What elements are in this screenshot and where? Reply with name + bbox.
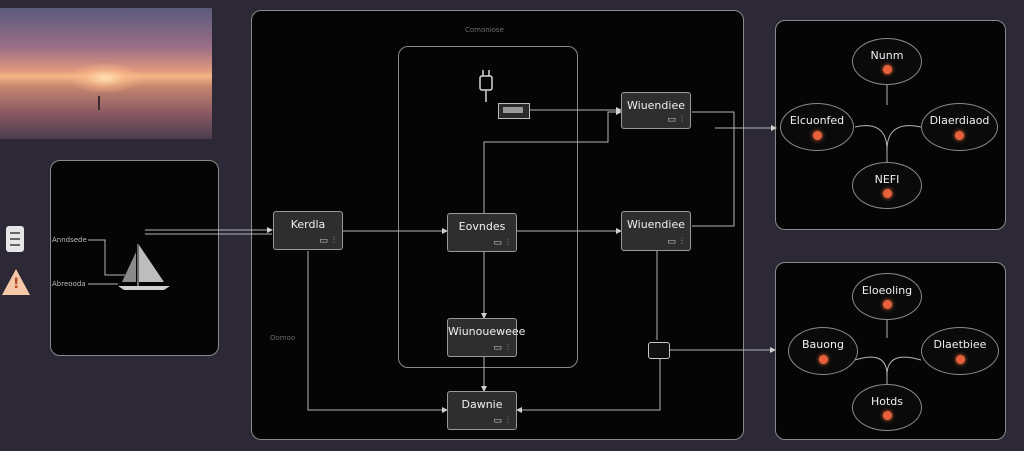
warning-mark: ! bbox=[13, 276, 20, 292]
oval-left[interactable]: Elcuonfed bbox=[780, 103, 854, 151]
node-label: Wiuendiee bbox=[627, 99, 685, 112]
oval-left[interactable]: Bauong bbox=[788, 327, 858, 375]
node-indicator-icon: ▭ ⫶ bbox=[667, 237, 684, 247]
oval-label: NEFI bbox=[874, 173, 900, 186]
node-indicator-icon: ▭ ⫶ bbox=[493, 343, 510, 353]
oval-label: Elcuonfed bbox=[789, 114, 845, 127]
node-eovndes[interactable]: Eovndes ▭ ⫶ bbox=[447, 213, 517, 252]
list-icon[interactable] bbox=[6, 226, 24, 252]
node-wiunoueweee[interactable]: Wiunoueweee ▭ ⫶ bbox=[447, 318, 526, 357]
oval-bottom[interactable]: NEFI bbox=[852, 162, 922, 209]
oval-right[interactable]: Dlaetbiee bbox=[921, 327, 999, 375]
status-dot-icon bbox=[812, 131, 822, 140]
status-dot-icon bbox=[955, 131, 964, 140]
node-indicator-icon: ▭ ⫶ bbox=[319, 236, 336, 246]
status-dot-icon bbox=[818, 355, 828, 364]
oval-label: Bauong bbox=[802, 338, 844, 351]
oval-top[interactable]: Eloeoling bbox=[852, 273, 922, 320]
oval-label: Dlaetbiee bbox=[933, 338, 987, 351]
node-label: Eovndes bbox=[458, 220, 506, 233]
node-label: Wiunoueweee bbox=[448, 325, 526, 338]
main-panel-side-caption: Oomoo bbox=[270, 334, 296, 342]
warning-icon[interactable] bbox=[2, 269, 30, 295]
socket-icon bbox=[498, 103, 530, 119]
node-label: Kerdla bbox=[290, 218, 326, 231]
node-wiuendiee-mid[interactable]: Wiuendiee ▭ ⫶ bbox=[621, 211, 691, 251]
node-dawnie[interactable]: Dawnie ▭ ⫶ bbox=[447, 391, 517, 430]
connector-icon[interactable] bbox=[648, 342, 670, 359]
oval-top[interactable]: Nunm bbox=[852, 38, 922, 85]
power-plug-icon bbox=[479, 70, 493, 102]
oval-label: Eloeoling bbox=[861, 284, 913, 297]
status-dot-icon bbox=[882, 189, 892, 198]
status-dot-icon bbox=[882, 411, 892, 420]
main-panel-caption: Comoniose bbox=[465, 26, 504, 34]
node-label: Dawnie bbox=[461, 398, 503, 411]
left-label-second: Abreooda bbox=[52, 280, 86, 288]
node-indicator-icon: ▭ ⫶ bbox=[493, 416, 510, 426]
oval-bottom[interactable]: Hotds bbox=[852, 384, 922, 431]
sunset-thumbnail[interactable] bbox=[0, 8, 212, 139]
oval-label: Dlaerdiaod bbox=[929, 114, 990, 127]
figure-silhouette bbox=[98, 96, 100, 110]
oval-label: Hotds bbox=[870, 395, 904, 408]
sailboat-icon bbox=[118, 244, 170, 290]
node-kerdla[interactable]: Kerdla ▭ ⫶ bbox=[273, 211, 343, 250]
node-indicator-icon: ▭ ⫶ bbox=[493, 238, 510, 248]
status-dot-icon bbox=[882, 300, 892, 309]
status-dot-icon bbox=[955, 355, 965, 364]
node-wiuendiee-top[interactable]: Wiuendiee ▭ ⫶ bbox=[621, 92, 691, 129]
oval-right[interactable]: Dlaerdiaod bbox=[921, 103, 998, 151]
node-indicator-icon: ▭ ⫶ bbox=[667, 115, 684, 125]
status-dot-icon bbox=[882, 65, 892, 74]
oval-label: Nunm bbox=[870, 49, 904, 62]
sun-glow bbox=[70, 63, 140, 93]
node-label: Wiuendiee bbox=[627, 218, 685, 231]
left-label-first: Anndsede bbox=[52, 236, 87, 244]
